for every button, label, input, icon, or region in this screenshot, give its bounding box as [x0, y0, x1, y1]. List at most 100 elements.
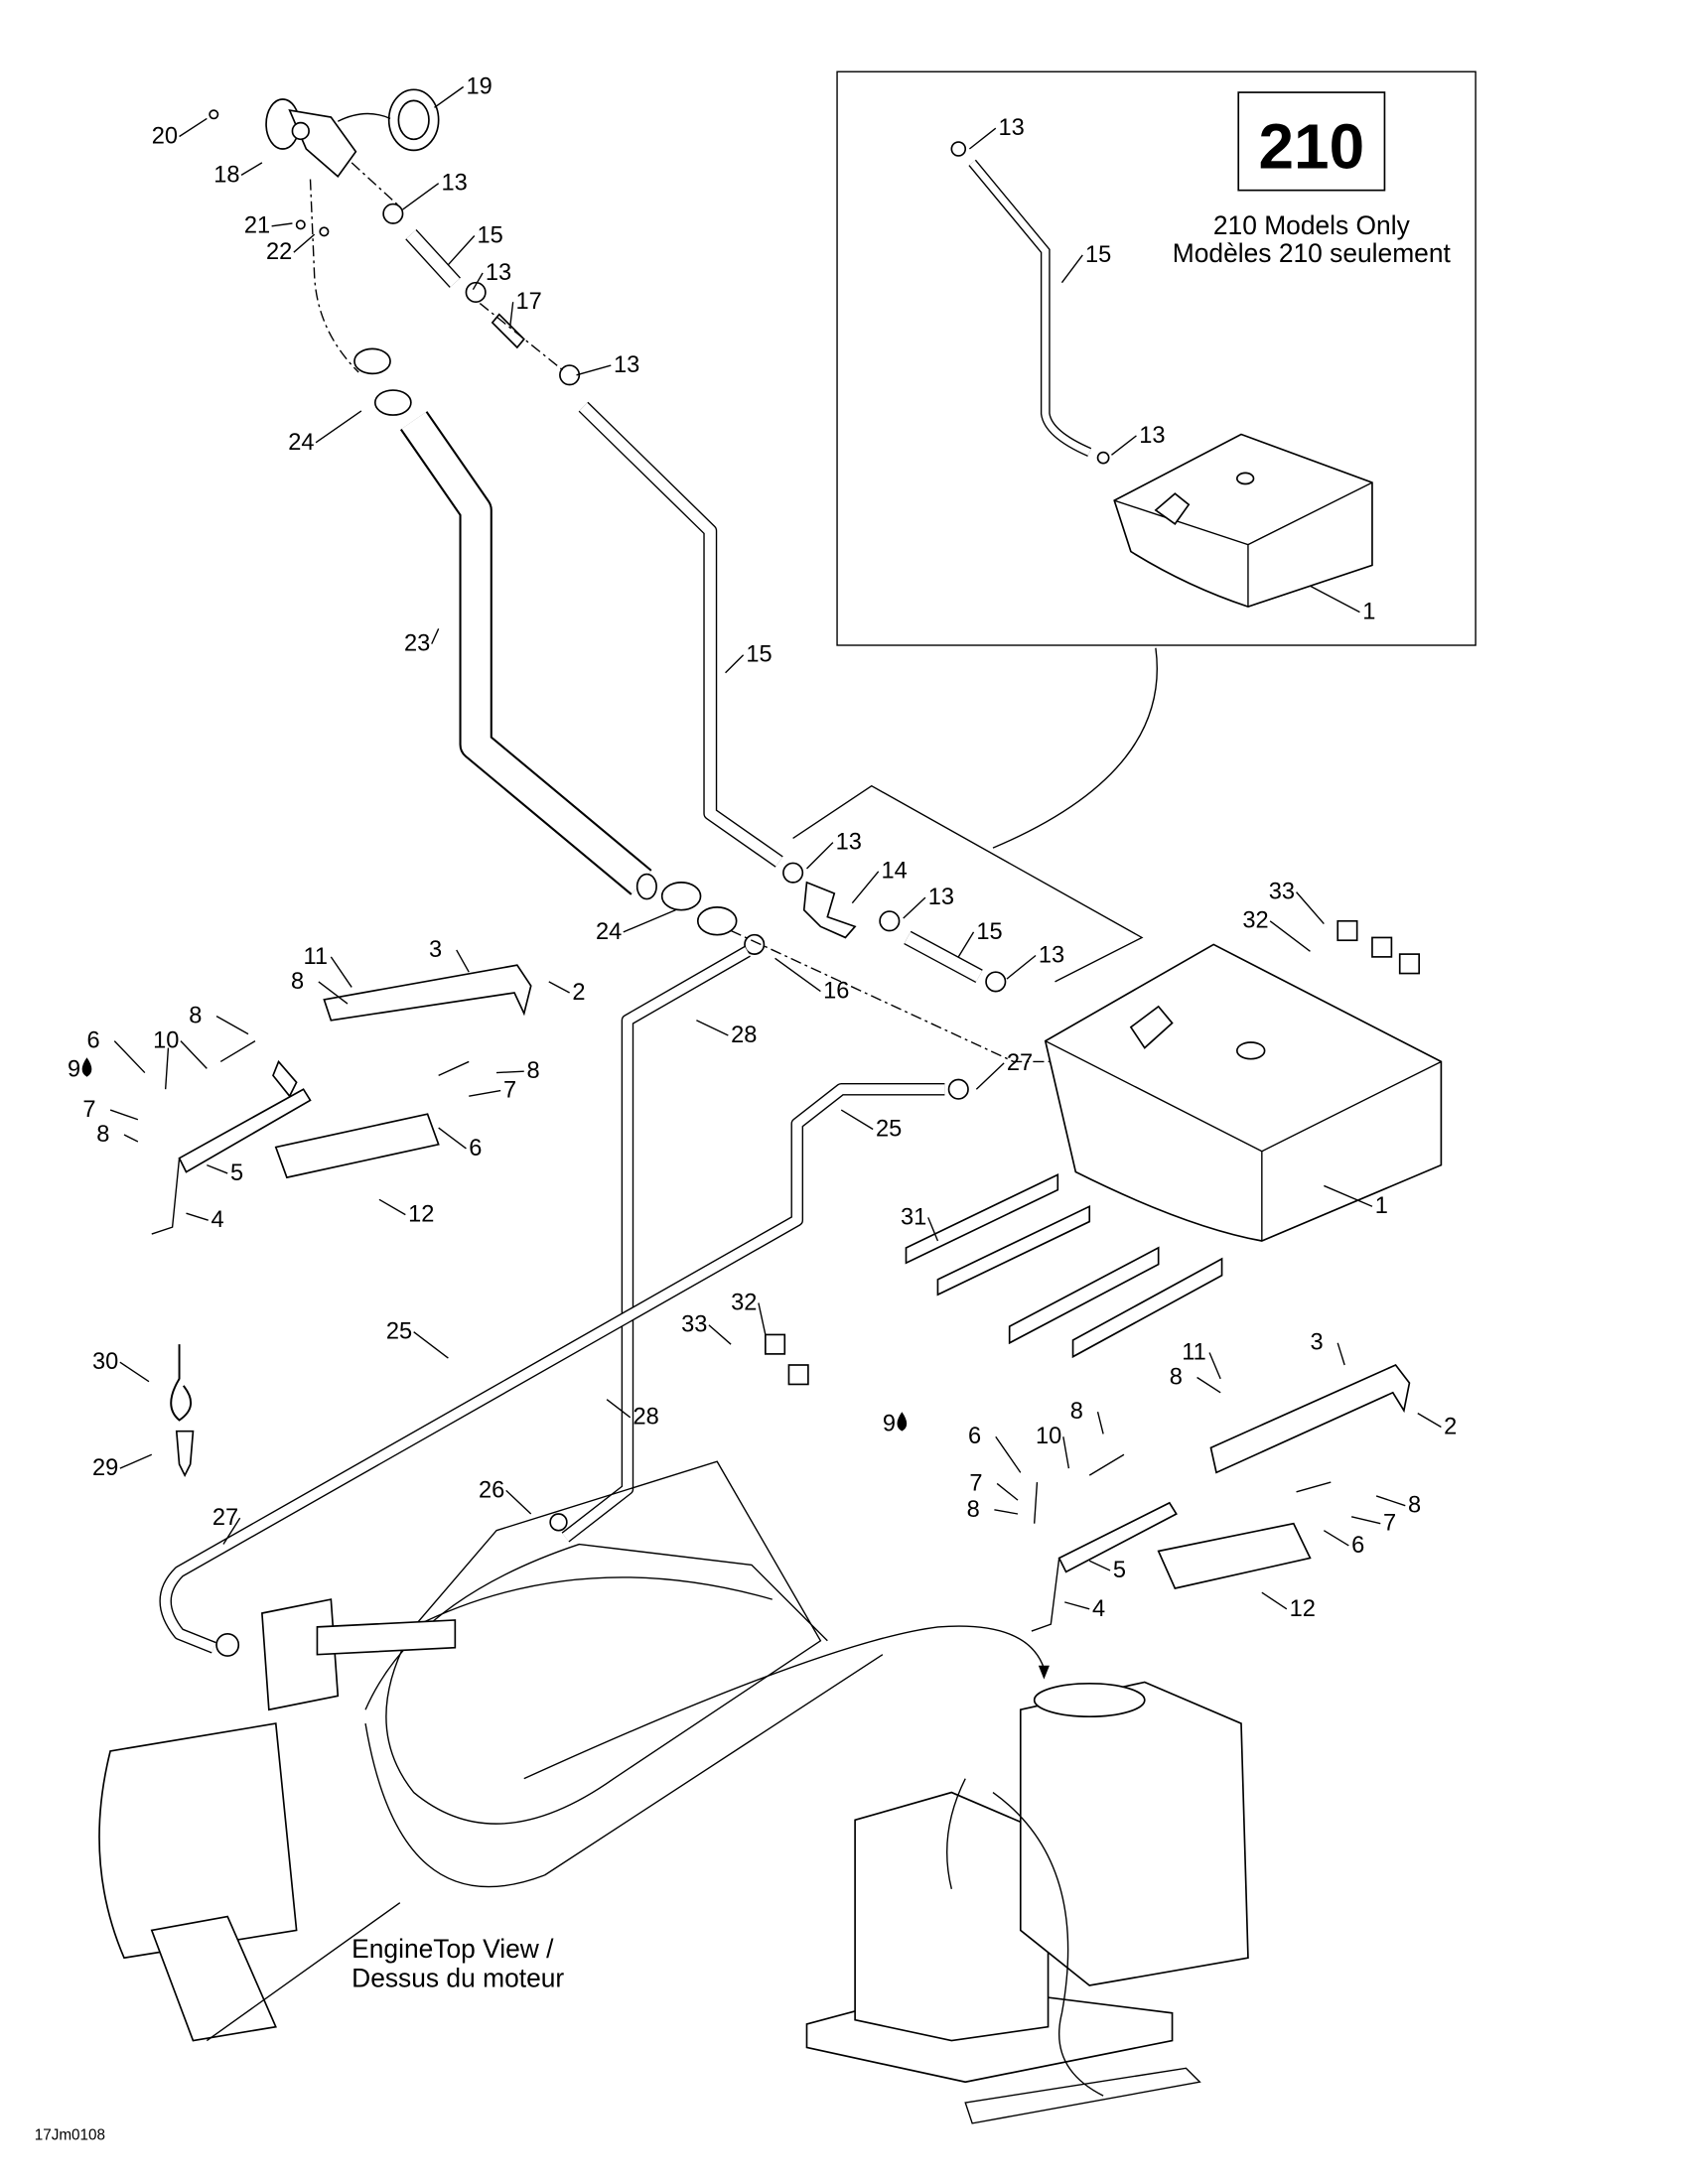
callout-number: 9 [883, 1412, 896, 1437]
engine-view-label-fr: Dessus du moteur [352, 1963, 564, 1992]
model-badge-box [1237, 91, 1386, 192]
callout-number: 13 [441, 171, 467, 197]
callout-number: 19 [466, 73, 492, 99]
inset-caption-fr: Modèles 210 seulement [1173, 238, 1452, 268]
callout-number: 8 [96, 1122, 109, 1148]
engine-view-label-en: EngineTop View / [352, 1934, 554, 1964]
leader-line [1208, 1352, 1221, 1380]
leader-line [1417, 1413, 1442, 1429]
callout-number: 5 [230, 1160, 243, 1186]
callout-number: 6 [1351, 1533, 1364, 1559]
callout-number: 6 [87, 1028, 100, 1054]
leader-line [840, 1109, 874, 1131]
callout-number: 15 [746, 642, 772, 668]
leader-line [1323, 1530, 1349, 1547]
filler-neck [265, 98, 357, 179]
leader-line [293, 233, 316, 253]
callout-number: 32 [731, 1290, 757, 1315]
leader-line [975, 1062, 1005, 1090]
leader-line [851, 871, 880, 904]
callout-number: 13 [1039, 942, 1064, 968]
tie-wrap [170, 1344, 192, 1422]
callout-number: 28 [633, 1405, 659, 1431]
leader-line [1375, 1495, 1406, 1507]
callout-number: 13 [486, 260, 511, 286]
callout-number: 13 [999, 115, 1025, 141]
assembly-line [351, 162, 566, 373]
leader-line [119, 1361, 150, 1383]
callout-number: 1 [1375, 1193, 1388, 1219]
vent-hose [578, 401, 783, 868]
engine-isometric [805, 1681, 1249, 2124]
callout-number: 15 [1085, 242, 1111, 268]
callout-number: 15 [976, 919, 1002, 945]
callout-number: 3 [429, 937, 442, 963]
callout-number: 26 [479, 1477, 504, 1503]
callout-number: 12 [408, 1202, 434, 1228]
sealant-drop-icon [81, 1057, 92, 1077]
callout-number: 10 [1036, 1424, 1061, 1449]
supply-hose [159, 1082, 945, 1654]
leader-line [1096, 1412, 1104, 1434]
callout-number: 9 [68, 1057, 80, 1083]
leader-line [119, 1453, 153, 1469]
leader-line [774, 957, 821, 993]
leader-line [758, 1302, 767, 1335]
callout-number: 7 [503, 1078, 516, 1104]
callout-number: 14 [882, 859, 908, 885]
leader-line [186, 1212, 209, 1221]
tank-outline-ghost [792, 784, 1144, 983]
leader-line [708, 1324, 732, 1345]
callout-number: 12 [1290, 1596, 1316, 1622]
callout-number: 28 [731, 1023, 757, 1048]
callout-number: 25 [386, 1319, 412, 1345]
leader-line [207, 1163, 228, 1174]
bracket-assembly-left [151, 964, 532, 1235]
callout-number: 8 [291, 969, 304, 995]
callout-number: 24 [596, 919, 622, 945]
leader-line [123, 1134, 139, 1143]
leader-line [903, 896, 926, 919]
leader-line [1350, 1516, 1381, 1525]
callout-number: 8 [1170, 1364, 1183, 1390]
leader-line [957, 931, 975, 958]
callout-number: 8 [967, 1497, 980, 1523]
leader-line [725, 654, 745, 674]
leader-line [434, 85, 465, 108]
leader-line [1336, 1342, 1345, 1366]
callout-number: 6 [469, 1136, 482, 1161]
assembly-line [309, 179, 359, 373]
leader-line [438, 1127, 467, 1150]
inset-vent-hose [950, 141, 1110, 465]
leader-line [318, 981, 349, 1005]
callout-number: 32 [1242, 908, 1268, 934]
callout-number: 8 [527, 1058, 540, 1084]
inset-caption-en: 210 Models Only [1213, 210, 1411, 240]
inset-link-curve [992, 647, 1158, 849]
leader-line [469, 1089, 501, 1097]
leader-line [402, 183, 440, 210]
leader-line [806, 842, 834, 870]
callout-number: 25 [876, 1116, 902, 1142]
leader-line [696, 1020, 729, 1036]
leader-line [1088, 1560, 1111, 1571]
callout-number: 2 [1444, 1414, 1457, 1439]
callout-number: 4 [1092, 1596, 1105, 1622]
filler-hose [399, 411, 657, 900]
callout-number: 16 [823, 979, 849, 1005]
leader-line [995, 1435, 1022, 1473]
callout-number: 13 [836, 830, 862, 856]
callout-number: 3 [1310, 1330, 1323, 1356]
leader-line [1060, 254, 1083, 284]
leader-line [1269, 920, 1311, 952]
leader-line [1006, 954, 1037, 980]
leader-line [1310, 585, 1360, 614]
screw [175, 1430, 195, 1477]
callout-number: 23 [404, 631, 430, 657]
callout-number: 7 [969, 1470, 982, 1496]
callout-number: 18 [213, 162, 239, 188]
callout-number: 13 [614, 352, 639, 378]
